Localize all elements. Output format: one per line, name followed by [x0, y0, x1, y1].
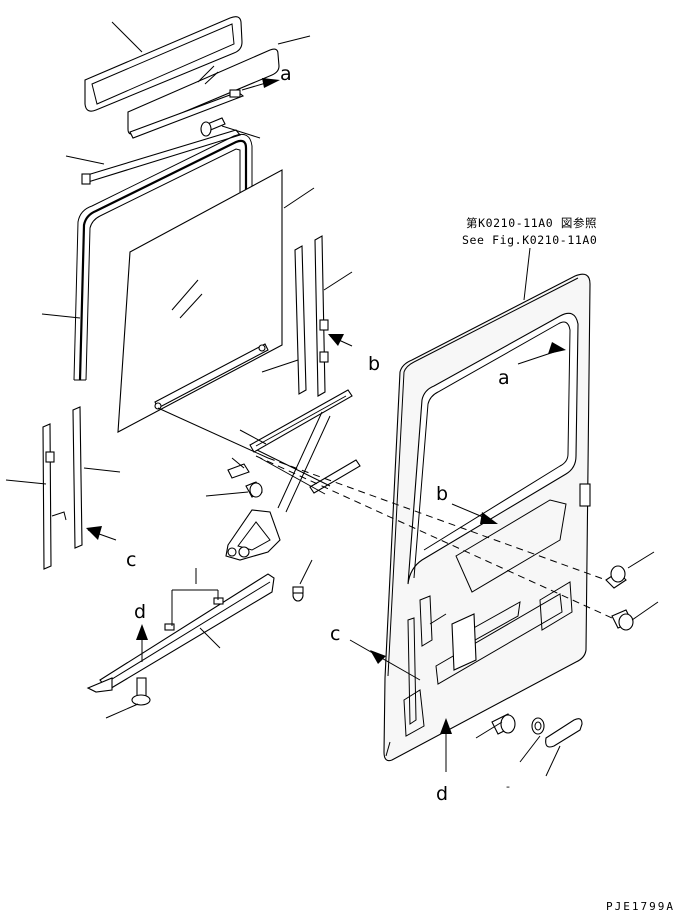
regulator-bolt [245, 481, 263, 498]
window-regulator [225, 411, 331, 561]
arrow-a-top [241, 78, 280, 91]
sill-clip-left [164, 623, 175, 631]
label-b-door: b [436, 483, 448, 505]
arrow-d-door [440, 718, 452, 772]
arrow-d-left [136, 624, 148, 662]
handle-bolt [491, 713, 516, 735]
figure-code: PJE1799A [606, 900, 675, 913]
left-rail-b [72, 406, 83, 549]
arrow-b-door [451, 503, 498, 524]
arrow-c-left [86, 526, 117, 541]
door-handle [545, 718, 583, 748]
regulator-lower-rail [309, 459, 361, 494]
leader-lines [5, 21, 659, 777]
sill-screw [292, 586, 304, 602]
main-window-seal-frame [73, 133, 253, 381]
door-bolt-lower [611, 609, 634, 631]
bottom-sill [86, 573, 275, 693]
right-rail-front [294, 245, 307, 395]
upper-window-lower-channel [129, 89, 245, 139]
upper-window-seal [84, 16, 243, 112]
glass-lower-channel [154, 343, 269, 410]
upper-window-glass [127, 48, 280, 135]
label-a-door: a [498, 367, 510, 389]
left-rail-a [42, 423, 67, 570]
main-window-glass [117, 169, 283, 433]
handle-washer [531, 717, 545, 735]
reference-figure-en: See Fig.K0210-11A0 [462, 233, 597, 247]
label-a-top: a [280, 63, 292, 85]
regulator-upper-rail [249, 389, 353, 453]
assembly-lines [157, 407, 613, 619]
label-b-right: b [368, 353, 380, 375]
arrow-c-door [349, 639, 421, 681]
clip-bracket [171, 568, 219, 626]
upper-window-bolt [200, 117, 226, 137]
stray-mark: - [506, 780, 510, 793]
arrow-a-door [517, 342, 566, 365]
reference-figure-jp: 第K0210-11A0 図参照 [466, 216, 597, 230]
arrow-b-right [328, 334, 353, 347]
right-rail-rear [314, 235, 329, 397]
label-d-door: d [436, 783, 448, 805]
door-frame [383, 273, 591, 762]
label-c-left: c [126, 549, 136, 571]
label-c-door: c [330, 623, 340, 645]
label-d-left: d [134, 601, 146, 623]
top-rail [81, 129, 241, 185]
bottom-bolt [131, 677, 151, 706]
door-bolt-upper [605, 565, 627, 589]
